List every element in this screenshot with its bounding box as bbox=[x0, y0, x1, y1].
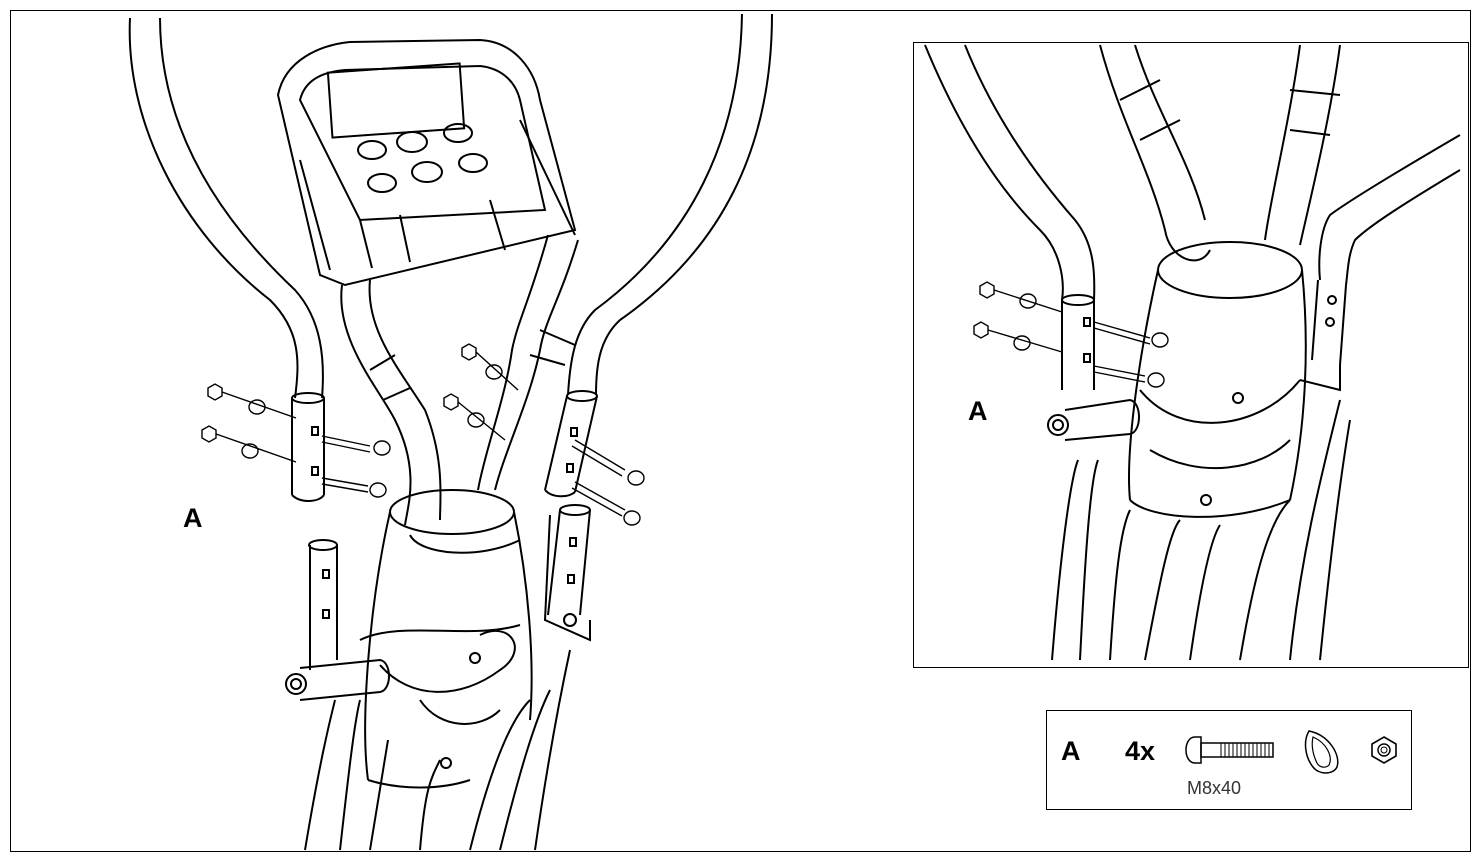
front-legs bbox=[304, 649, 571, 851]
nut-icon bbox=[1371, 736, 1397, 764]
main-assembly-view bbox=[128, 13, 773, 851]
detail-part-label: A bbox=[968, 396, 988, 426]
right-fasteners bbox=[443, 343, 645, 526]
main-part-label: A bbox=[183, 503, 203, 533]
right-pivot bbox=[543, 514, 591, 642]
hardware-legend: A 4x M8x40 bbox=[1046, 710, 1412, 810]
left-upper-handlebar bbox=[128, 17, 299, 399]
detail-legs bbox=[1051, 399, 1351, 661]
console-housing bbox=[276, 38, 577, 287]
page-frame bbox=[10, 10, 1471, 852]
bolt-size-label: M8x40 bbox=[1187, 778, 1242, 798]
right-upper-handlebar bbox=[567, 13, 743, 396]
right-lower-tube bbox=[544, 395, 598, 493]
right-inner-handlebar bbox=[494, 239, 579, 491]
left-pivot-shaft bbox=[299, 658, 390, 701]
detail-inset-frame bbox=[913, 42, 1469, 668]
detail-left-handlebar bbox=[924, 44, 1064, 390]
console-display bbox=[326, 62, 466, 139]
left-fasteners bbox=[201, 383, 391, 498]
left-inner-handlebar bbox=[340, 284, 412, 526]
washer-icon bbox=[1304, 730, 1339, 774]
bolt-icon bbox=[1185, 736, 1274, 764]
detail-assembly-view bbox=[924, 44, 1461, 661]
detail-fasteners bbox=[973, 281, 1169, 388]
legend-group-label: A bbox=[1061, 736, 1081, 766]
left-lower-tube bbox=[291, 398, 325, 495]
legend-quantity: 4x bbox=[1125, 736, 1156, 766]
column-top bbox=[389, 489, 515, 535]
